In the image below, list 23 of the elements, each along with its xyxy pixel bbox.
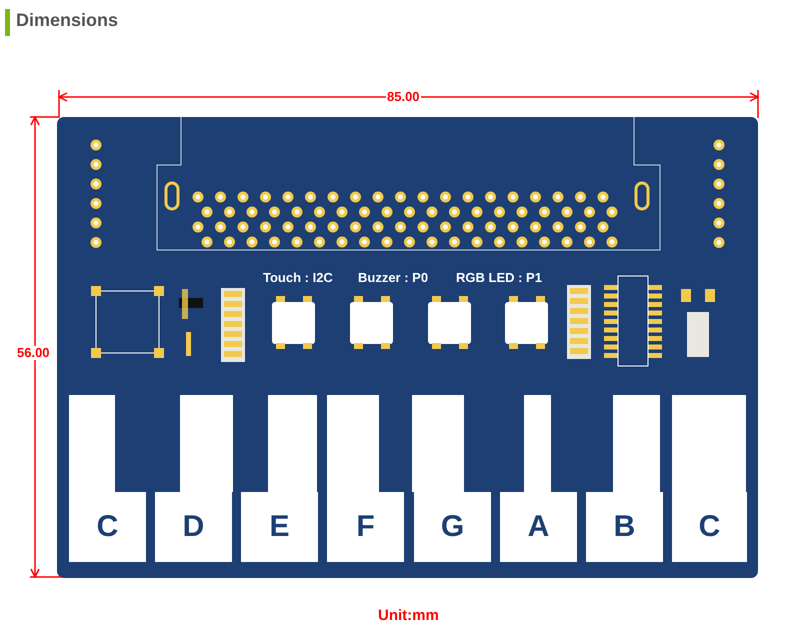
silkscreen-label: RGB LED : P1 bbox=[456, 271, 542, 285]
key-letter: D bbox=[182, 512, 206, 542]
section-heading: Dimensions bbox=[16, 10, 118, 31]
unit-note: Unit:mm bbox=[377, 609, 440, 623]
key-letter: C bbox=[96, 512, 120, 542]
key-letter: B bbox=[612, 512, 636, 542]
dimension-value: 56.00 bbox=[16, 346, 51, 360]
key-letter: G bbox=[440, 512, 466, 542]
key-letter: A bbox=[526, 512, 550, 542]
key-letter: E bbox=[268, 512, 290, 542]
piano-key bbox=[412, 395, 491, 562]
silkscreen-label: Touch : I2C bbox=[263, 271, 333, 285]
piano-key bbox=[586, 395, 663, 562]
piano-key bbox=[155, 395, 233, 562]
dimension-value: 85.00 bbox=[386, 90, 421, 104]
piano-key bbox=[241, 395, 318, 562]
key-letter: C bbox=[698, 512, 722, 542]
silkscreen-label: Buzzer : P0 bbox=[358, 271, 428, 285]
piano-key bbox=[327, 395, 404, 562]
piano-key bbox=[69, 395, 146, 562]
piano-key bbox=[672, 395, 747, 562]
key-letter: F bbox=[355, 512, 376, 542]
piano-key bbox=[500, 395, 577, 562]
